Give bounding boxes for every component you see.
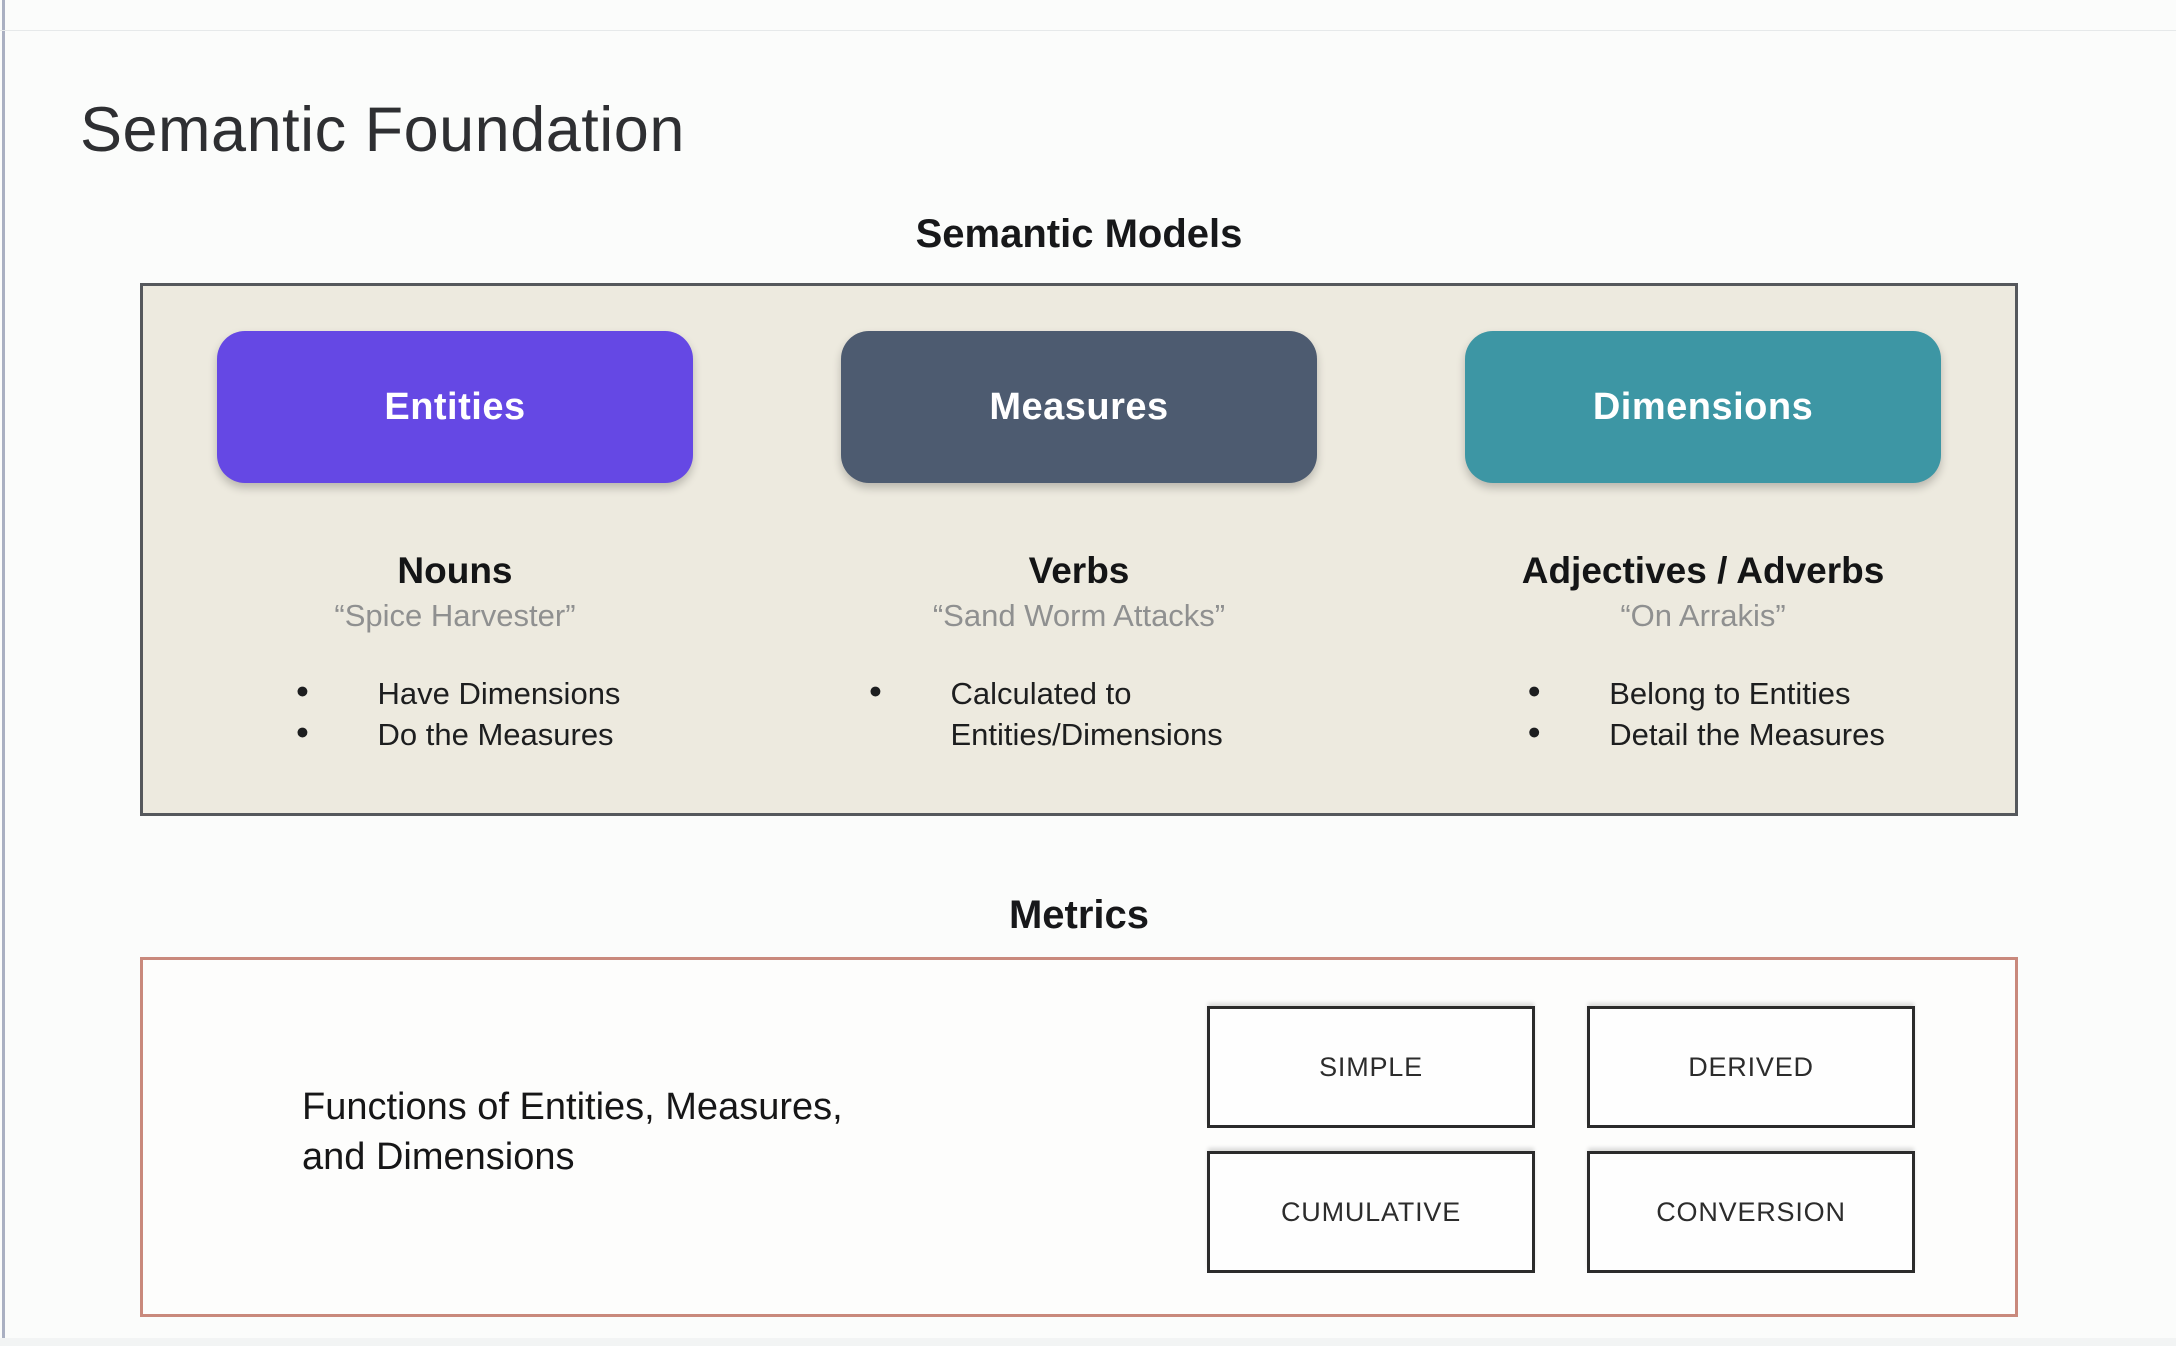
dimensions-column: Dimensions Adjectives / Adverbs “On Arra… xyxy=(1391,286,2015,813)
metric-type-conversion: CONVERSION xyxy=(1587,1151,1915,1273)
bullet-item: Detail the Measures xyxy=(1521,715,1885,756)
window-left-edge xyxy=(2,0,5,1346)
metrics-header: Metrics xyxy=(1008,893,1150,937)
bullet-item: Calculated to Entities/Dimensions xyxy=(863,674,1296,756)
measures-heading: Verbs xyxy=(1028,550,1130,591)
metric-type-cumulative: CUMULATIVE xyxy=(1207,1151,1535,1273)
metrics-description-line2: and Dimensions xyxy=(302,1136,575,1179)
metrics-panel: Functions of Entities, Measures, and Dim… xyxy=(140,957,2018,1317)
entities-heading: Nouns xyxy=(397,550,513,591)
dimensions-button: Dimensions xyxy=(1465,331,1942,483)
bullet-item: Belong to Entities xyxy=(1521,674,1885,715)
bullet-item: Do the Measures xyxy=(290,715,621,756)
window-top-edge xyxy=(0,30,2176,31)
window-bottom-edge xyxy=(0,1338,2176,1346)
page-title: Semantic Foundation xyxy=(80,95,685,166)
measures-button: Measures xyxy=(841,331,1317,483)
bullet-item: Have Dimensions xyxy=(290,674,620,715)
dimensions-quote: “On Arrakis” xyxy=(1620,597,1786,633)
metrics-description: Functions of Entities, Measures, and Dim… xyxy=(302,1082,843,1182)
entities-quote: “Spice Harvester” xyxy=(334,597,576,633)
semantic-models-panel: Entities Nouns “Spice Harvester” Have Di… xyxy=(140,283,2018,816)
entities-column: Entities Nouns “Spice Harvester” Have Di… xyxy=(143,286,767,813)
measures-bullet-list: Calculated to Entities/Dimensions xyxy=(863,674,1296,756)
metrics-description-line1: Functions of Entities, Measures, xyxy=(302,1086,843,1128)
metric-type-derived: DERIVED xyxy=(1587,1006,1915,1128)
measures-column: Measures Verbs “Sand Worm Attacks” Calcu… xyxy=(767,286,1391,813)
dimensions-heading: Adjectives / Adverbs xyxy=(1521,550,1885,591)
entities-button: Entities xyxy=(216,331,693,483)
measures-quote: “Sand Worm Attacks” xyxy=(932,597,1226,633)
dimensions-bullet-list: Belong to Entities Detail the Measures xyxy=(1521,674,1885,756)
metric-type-simple: SIMPLE xyxy=(1207,1006,1535,1128)
semantic-models-header: Semantic Models xyxy=(915,212,1243,256)
entities-bullet-list: Have Dimensions Do the Measures xyxy=(290,674,621,756)
